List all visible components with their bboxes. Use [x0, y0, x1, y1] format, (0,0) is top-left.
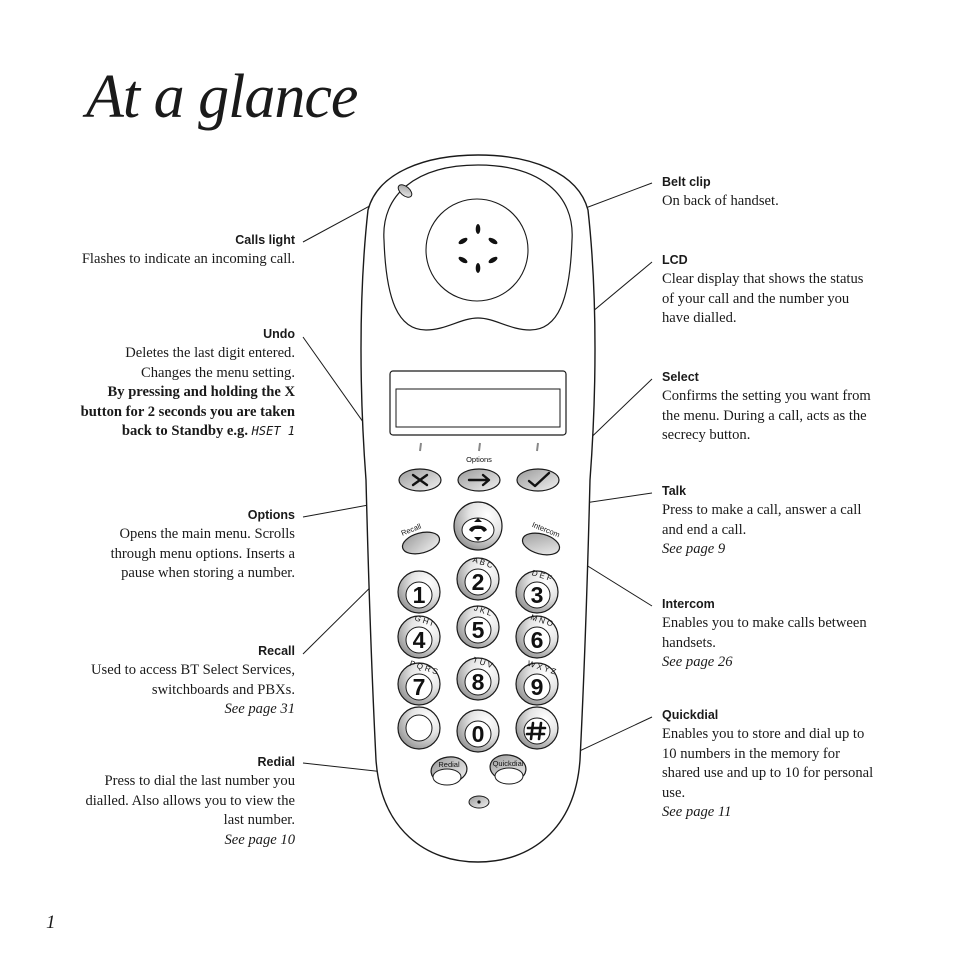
callout-heading: Quickdial [662, 708, 719, 722]
callout-bold-span: By pressing and holding the X button for… [80, 384, 295, 439]
callout-text: Opens the main menu. Scrolls through men… [110, 526, 295, 581]
key-face [464, 720, 492, 748]
callout-text: Flashes to indicate an incoming call. [81, 251, 295, 267]
key-9[interactable]: 9W X Y Z [515, 659, 559, 706]
callout-text: Used to access BT Select Services, switc… [91, 662, 295, 698]
key-face [464, 616, 492, 644]
checkmark-icon [527, 471, 551, 488]
callout-text: Confirms the setting you want from the m… [662, 388, 871, 443]
callout-heading: Undo [263, 327, 295, 341]
callout-heading: Calls light [235, 233, 295, 247]
key-7[interactable]: 7P Q R S [397, 659, 441, 706]
options-label: Options [466, 455, 492, 464]
hash-key[interactable] [515, 706, 559, 750]
key-digit: 2 [472, 569, 485, 595]
callout-text: Press to make a call, answer a call and … [662, 502, 862, 538]
callout-heading: Options [247, 508, 295, 522]
lcd-display[interactable] [395, 388, 561, 428]
key-face [405, 626, 433, 654]
callout-intercom: Intercom Enables you to make calls betwe… [662, 596, 877, 673]
arrow-right-icon [467, 473, 491, 487]
callout-text: Enables you to store and dial up to 10 n… [662, 726, 874, 801]
callout-text: Press to dial the last number you dialle… [85, 773, 295, 828]
key-1[interactable]: 1 [397, 570, 441, 614]
callout-options: Options Opens the main menu. Scrolls thr… [75, 507, 295, 584]
quickdial-label: Quickdial [493, 759, 524, 768]
key-face [464, 668, 492, 696]
key-digit: 0 [472, 721, 485, 747]
x-icon [411, 473, 429, 487]
key-digit: 8 [472, 669, 485, 695]
keypad: 1 2A B C 3D E F 4G H I 5J K L 6M N O 7P Q R S 8… [397, 555, 559, 753]
callout-lcd: LCD Clear display that shows the status … [662, 252, 877, 329]
calls-light-indicator [397, 184, 413, 198]
key-6[interactable]: 6M N O [515, 613, 559, 659]
key-digit: 9 [531, 674, 544, 700]
key-digit: 3 [531, 582, 544, 608]
phone-handset-icon [469, 525, 487, 532]
lcd-tick-marks [419, 442, 539, 452]
callout-talk: Talk Press to make a call, answer a call… [662, 483, 877, 560]
star-key[interactable] [397, 706, 441, 750]
key-0[interactable]: 0 [456, 709, 500, 753]
key-face [405, 581, 433, 609]
callout-recall: Recall Used to access BT Select Services… [75, 643, 295, 720]
callout-text: Clear display that shows the status of y… [662, 271, 864, 326]
callout-belt-clip: Belt clip On back of handset. [662, 174, 877, 212]
callout-heading: Belt clip [662, 175, 711, 189]
microphone-hole-icon [477, 800, 481, 804]
callout-see-page: See page 26 [662, 654, 733, 670]
callout-heading: Talk [662, 484, 687, 498]
speaker-holes [458, 224, 498, 273]
key-digit: 5 [472, 617, 485, 643]
talk-button[interactable] [453, 501, 503, 551]
callout-quickdial: Quickdial Enables you to store and dial … [662, 707, 877, 823]
options-button[interactable] [457, 468, 501, 492]
redial-button[interactable]: Redial [429, 755, 468, 786]
callout-redial: Redial Press to dial the last number you… [75, 754, 295, 850]
page-title: At a glance [86, 63, 358, 131]
callout-undo: Undo Deletes the last digit entered. Cha… [75, 326, 295, 442]
key-face [523, 673, 551, 701]
key-digit: 7 [413, 674, 426, 700]
callout-heading: Recall [258, 644, 295, 658]
key-face [523, 581, 551, 609]
key-3[interactable]: 3D E F [515, 568, 559, 614]
undo-button[interactable] [398, 468, 442, 492]
callout-see-page: See page 11 [662, 804, 732, 820]
key-5[interactable]: 5J K L [456, 604, 500, 649]
recall-button[interactable]: Recall [400, 521, 442, 557]
key-2[interactable]: 2A B C [456, 555, 500, 601]
lcd-example: HSET 1 [251, 424, 295, 438]
key-face [405, 673, 433, 701]
callout-heading: Intercom [662, 597, 715, 611]
hash-icon [525, 721, 547, 741]
callout-heading: LCD [662, 253, 688, 267]
callout-see-page: See page 9 [662, 541, 726, 557]
redial-label: Redial [438, 760, 460, 769]
callout-select: Select Confirms the setting you want fro… [662, 369, 877, 446]
key-8[interactable]: 8T U V [456, 655, 500, 701]
quickdial-button[interactable]: Quickdial [488, 753, 527, 785]
callout-text: On back of handset. [662, 193, 779, 209]
page-number: 1 [46, 912, 56, 933]
key-digit: 1 [413, 582, 426, 608]
callout-heading: Select [662, 370, 699, 384]
callout-bold-text: By pressing and holding the X button for… [75, 383, 295, 442]
callout-text: Enables you to make calls between handse… [662, 615, 867, 651]
callout-see-page: See page 10 [224, 831, 295, 848]
speaker-ring [425, 198, 529, 302]
key-face [464, 568, 492, 596]
callout-see-page: See page 31 [224, 701, 295, 717]
select-button[interactable] [516, 468, 560, 492]
key-4[interactable]: 4G H I [397, 613, 441, 659]
callout-text: Deletes the last digit entered. Changes … [125, 345, 295, 381]
key-digit: 6 [531, 627, 544, 653]
callout-heading: Redial [257, 755, 295, 769]
callout-calls-light: Calls light Flashes to indicate an incom… [75, 232, 295, 270]
key-face [523, 626, 551, 654]
key-digit: 4 [413, 627, 426, 653]
